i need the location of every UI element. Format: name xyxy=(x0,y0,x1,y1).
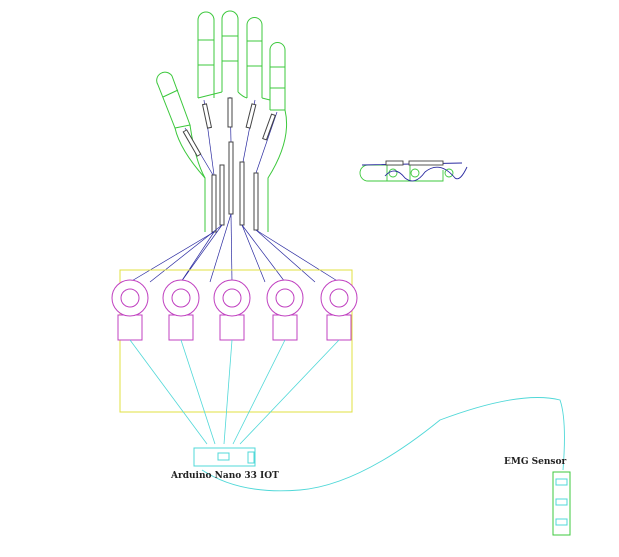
arduino-label: Arduino Nano 33 IOT xyxy=(171,471,279,481)
tendon-cables xyxy=(129,213,340,283)
linear-actuators xyxy=(182,97,276,233)
servo-motors xyxy=(111,279,358,341)
servo-1 xyxy=(111,279,149,341)
emg-cable xyxy=(201,397,565,492)
servo-wires xyxy=(129,339,340,445)
arduino-board xyxy=(193,447,256,467)
emg-sensor-label: EMG Sensor xyxy=(504,457,567,467)
finger-side-view xyxy=(359,160,468,182)
servo-3 xyxy=(213,279,251,341)
servo-2 xyxy=(162,279,200,341)
hand-outline xyxy=(156,10,288,232)
servo-4 xyxy=(266,279,304,341)
servo-mount-frame xyxy=(119,269,353,413)
servo-5 xyxy=(320,279,358,341)
emg-sensor xyxy=(552,471,571,536)
